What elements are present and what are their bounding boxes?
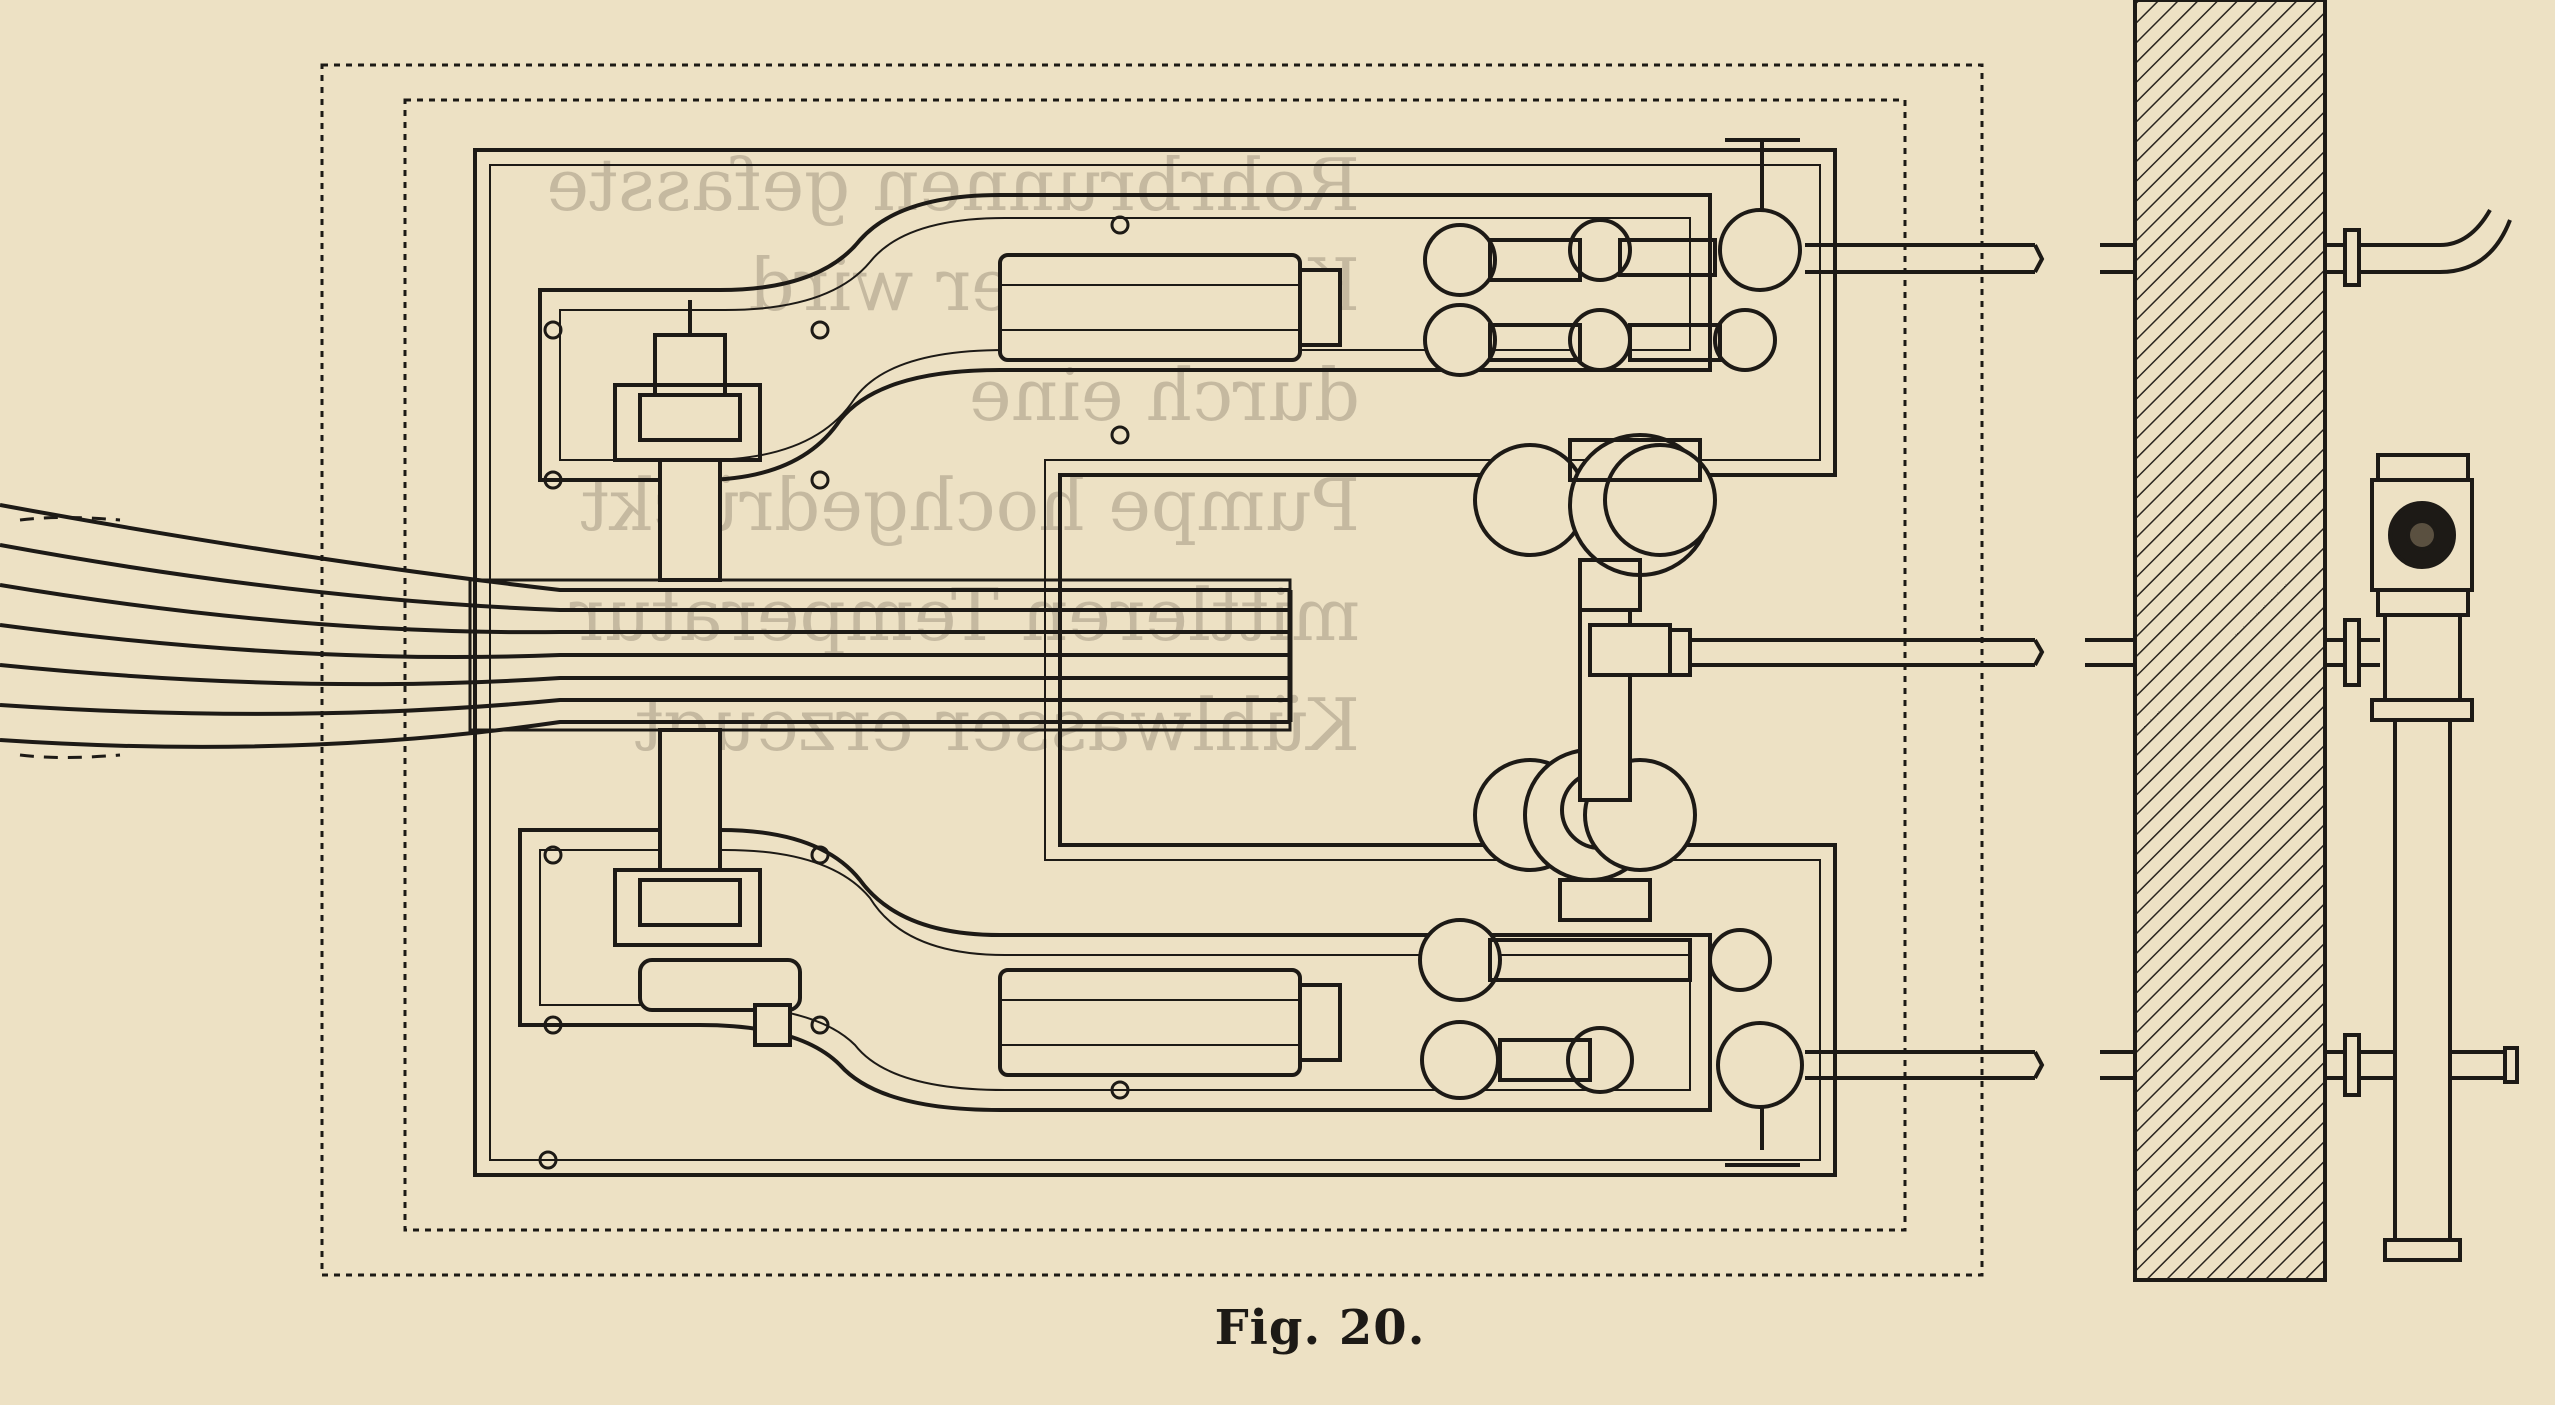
- svg-text:Kühlwasser erzeugt: Kühlwasser erzeugt: [635, 683, 1360, 767]
- upper-valve-cluster: [1423, 138, 1802, 377]
- figure-caption: Fig. 20.: [1214, 1300, 1426, 1356]
- upper-guide-inner: [559, 217, 1691, 461]
- base-plate-outline: [473, 148, 1837, 1177]
- bleed-through-text: Rohrbrunnen gefasste Kühlwasser wird dur…: [546, 143, 1360, 767]
- svg-text:mittleren Temperatur: mittleren Temperatur: [569, 573, 1360, 657]
- wall-section: [2133, 0, 2327, 1282]
- upper-coupling: [613, 300, 762, 582]
- lower-cylinder: [998, 968, 1342, 1077]
- base-plate-inner: [489, 164, 1821, 1161]
- upper-guide-frame: [538, 193, 1712, 482]
- cable-bundle: [0, 503, 1293, 759]
- lower-coupling: [613, 728, 802, 1047]
- svg-text:Rohrbrunnen gefasste: Rohrbrunnen gefasste: [546, 143, 1360, 227]
- central-pipe: [1578, 608, 2035, 802]
- outer-dotted-frame: [320, 63, 1984, 1277]
- wall-pipes: [2085, 209, 2519, 1097]
- lower-guide-frame: [518, 828, 1712, 1112]
- gauge-fitting: [2370, 453, 2474, 1262]
- lower-valve-cluster: [1418, 918, 1804, 1167]
- outlet-pipes: [1805, 243, 2045, 1080]
- upper-pump: [1473, 433, 1717, 612]
- upper-cylinder: [998, 253, 1342, 362]
- svg-text:durch eine: durch eine: [969, 353, 1360, 437]
